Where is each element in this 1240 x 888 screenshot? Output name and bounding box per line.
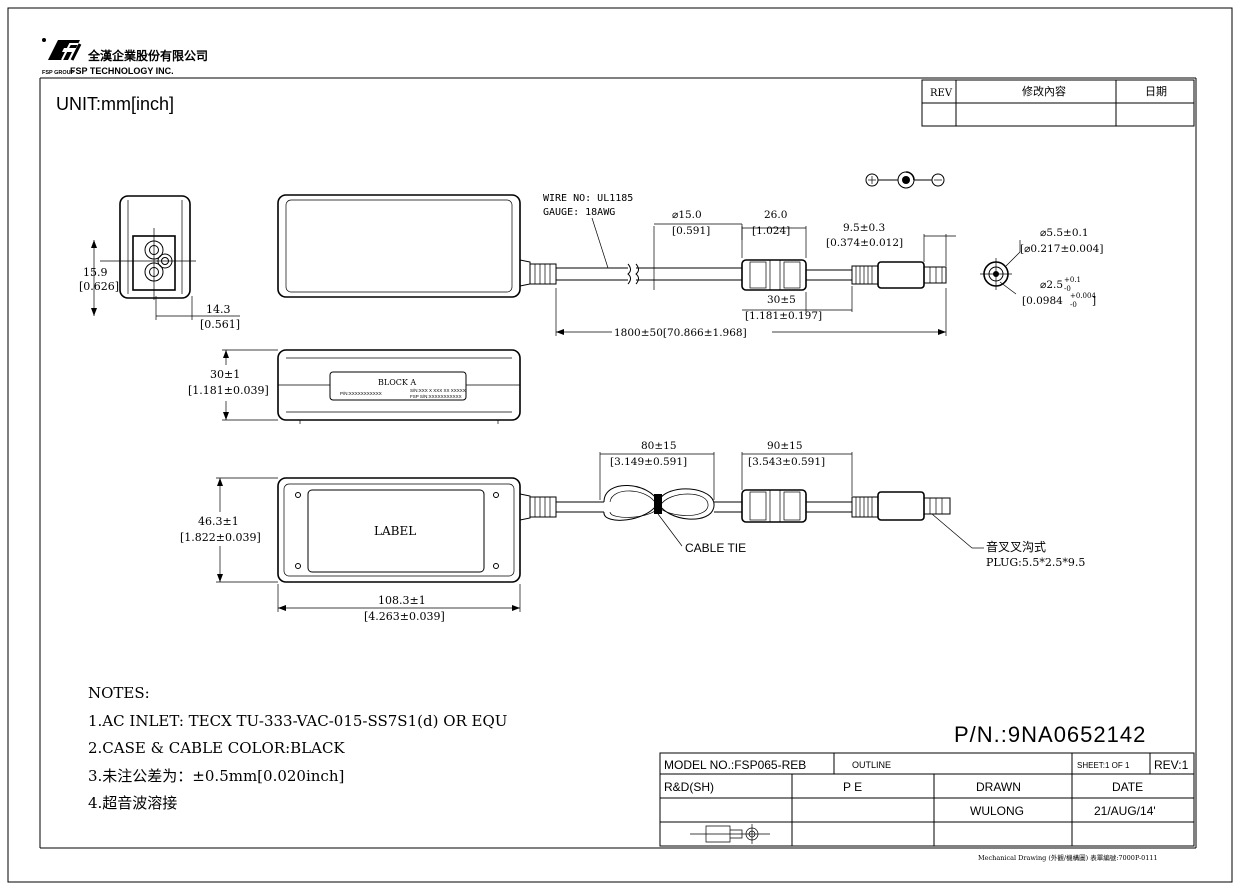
rev-header: REV	[930, 88, 953, 99]
plug-spec: PLUG:5.5*2.5*9.5	[986, 556, 1085, 569]
label-small-2: S/N:XXX X XXX XX XXXXX	[410, 388, 466, 393]
dim-od-inch: [⌀0.217±0.004]	[1020, 243, 1103, 255]
dim-9-5: 9.5±0.3	[843, 222, 885, 234]
dim-15-9-text: 15.9	[83, 266, 108, 279]
sheet-border	[7, 7, 1233, 883]
dim-id-inch-tol: +0.004	[1070, 292, 1096, 300]
dim-46-3: 46.3±1	[198, 515, 239, 528]
dim-15-9	[91, 240, 97, 316]
label-small-3: FSP S/N:XXXXXXXXXXX	[410, 394, 462, 399]
dim-108-3-inch: [4.263±0.039]	[364, 610, 445, 623]
label-small-1: P/N:XXXXXXXXXXX	[340, 391, 382, 396]
tb-date: DATE	[1112, 780, 1143, 794]
note-4: 4.超音波溶接	[88, 794, 177, 812]
note-3: 3.未注公差为：±0.5mm[0.020inch]	[88, 767, 344, 785]
dim-14-3-inch: [0.561]	[200, 318, 240, 331]
dim-od: ⌀5.5±0.1	[1040, 227, 1089, 239]
dim-30-inch: [1.181±0.197]	[745, 310, 822, 322]
dim-80: 80±15	[641, 440, 677, 452]
dim-26-inch: [1.024]	[752, 225, 790, 237]
dim-id-tol: +0.1	[1064, 276, 1081, 284]
tb-date-value: 21/AUG/14'	[1094, 804, 1156, 818]
part-number: P/N.:9NA0652142	[954, 722, 1146, 747]
dim-46-3-inch: [1.822±0.039]	[180, 531, 261, 544]
tb-sheet: SHEET:1 OF 1	[1077, 761, 1130, 770]
date-header: 日期	[1145, 85, 1167, 98]
dim-bottom-lines	[216, 452, 984, 612]
dim-90-inch: [3.543±0.591]	[748, 456, 825, 468]
dim-id-tol0: -0	[1064, 285, 1071, 293]
content-header: 修改內容	[1022, 84, 1066, 98]
dim-80-inch: [3.149±0.591]	[610, 456, 687, 468]
tb-rd: R&D(SH)	[664, 780, 714, 794]
block-a: BLOCK A	[378, 378, 416, 387]
dim-14-3	[155, 296, 240, 320]
note-2: 2.CASE & CABLE COLOR:BLACK	[88, 739, 345, 757]
dim-id-inch-end: ]	[1092, 295, 1096, 307]
dim-id-inch: [0.0984	[1022, 295, 1063, 307]
company-en: FSP TECHNOLOGY INC.	[70, 66, 174, 76]
plug-type-cn: 音叉叉沟式	[986, 539, 1046, 554]
dim-108-3: 108.3±1	[378, 594, 426, 607]
fsp-logo	[42, 38, 82, 61]
dim-1800: 1800±50[70.866±1.968]	[614, 327, 747, 339]
dim-15-9-inch: [0.626]	[79, 280, 119, 293]
note-1: 1.AC INLET: TECX TU-333-VAC-015-SS7S1(d)…	[88, 712, 507, 730]
dim-d15: ⌀15.0	[672, 209, 702, 221]
revision-table: REV 修改內容 日期	[921, 79, 1195, 127]
company-cn: 全漢企業股份有限公司	[87, 48, 208, 63]
bottom-view-body	[277, 477, 951, 583]
notes-title: NOTES:	[88, 684, 150, 702]
tb-rev: REV:1	[1154, 758, 1189, 772]
polarity-symbol	[865, 171, 945, 189]
wire-gauge: GAUGE: 18AWG	[543, 207, 615, 218]
tb-drawn: DRAWN	[976, 780, 1021, 794]
dim-d15-inch: [0.591]	[672, 225, 710, 237]
plug-end-view	[980, 240, 1021, 295]
wire-no: WIRE NO: UL1185	[543, 193, 633, 204]
label-area: LABEL	[374, 524, 416, 538]
dim-26: 26.0	[764, 209, 787, 221]
dim-90: 90±15	[767, 440, 803, 452]
tb-pe: P E	[843, 780, 862, 794]
dim-id-inch-tol0: -0	[1070, 301, 1077, 309]
dim-30-thick: 30±1	[210, 368, 240, 381]
dim-9-5-inch: [0.374±0.012]	[826, 237, 903, 249]
tb-model: MODEL NO.:FSP065-REB	[664, 758, 806, 772]
inlet-side-view	[100, 195, 196, 300]
tb-outline: OUTLINE	[852, 760, 891, 770]
title-block	[659, 752, 1195, 847]
footer-form: Mechanical Drawing (外觀/機構圖) 表單編號:7000P-0…	[978, 853, 1158, 862]
dim-14-3-text: 14.3	[206, 303, 231, 316]
dim-id: ⌀2.5	[1040, 279, 1063, 291]
dim-30: 30±5	[767, 294, 796, 306]
dim-30-thick-inch: [1.181±0.039]	[188, 384, 269, 397]
front-view-body	[222, 349, 521, 424]
group-name: FSP GROUP	[42, 70, 75, 76]
cable-tie-label: CABLE TIE	[685, 541, 746, 555]
tb-wulong: WULONG	[970, 804, 1024, 818]
unit-label: UNIT:mm[inch]	[56, 94, 174, 114]
